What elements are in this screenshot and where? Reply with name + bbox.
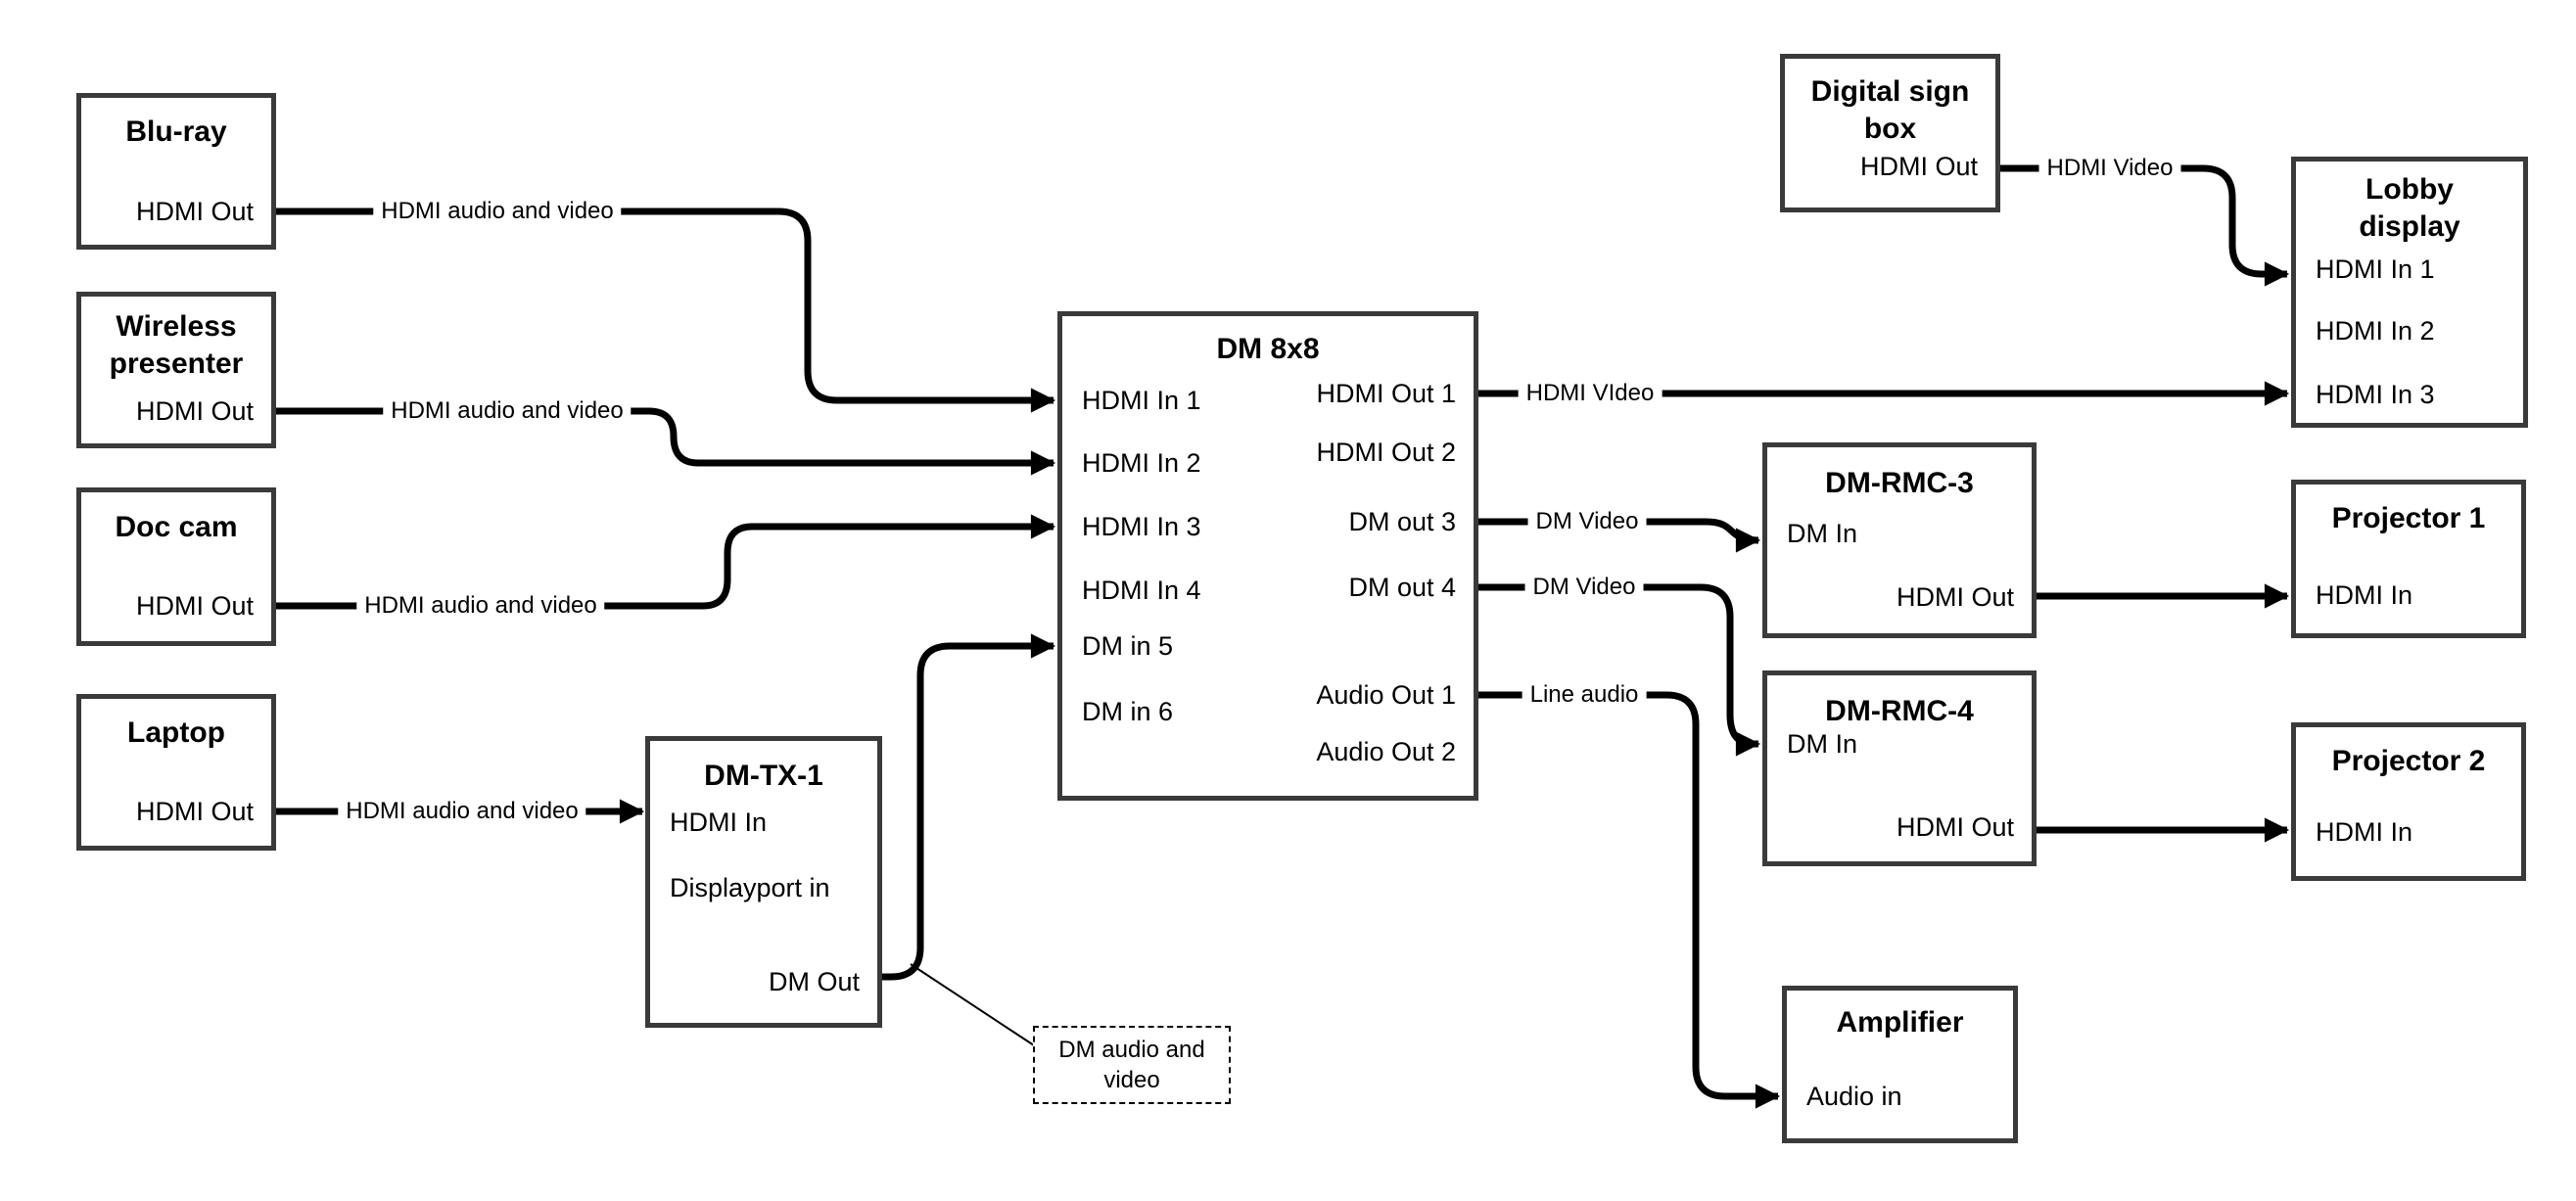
port-hdmi-out: HDMI Out [1859, 152, 1978, 181]
wire-dm8x8-audio-out-1-to-amplifier-audio-in [1478, 691, 1781, 1109]
port-hdmi-in: HDMI In [670, 808, 768, 837]
node-amplifier: Amplifier Audio in [1782, 986, 2018, 1143]
port-dm-in: DM In [1787, 729, 1858, 759]
node-title: Projector 1 [2331, 502, 2486, 534]
port-hdmi-out-2: HDMI Out 2 [1316, 438, 1456, 467]
port-hdmi-in-1: HDMI In 1 [2316, 254, 2435, 284]
edge-label-hdmi-audio-video-2: HDMI audio and video [383, 396, 632, 426]
port-hdmi-in-3: HDMI In 3 [1082, 512, 1201, 541]
node-title: Amplifier [1836, 1006, 1964, 1039]
port-hdmi-out: HDMI Out [135, 591, 254, 621]
node-bluray: Blu-ray HDMI Out [76, 93, 276, 250]
edge-label-hdmi-video-long: HDMI VIdeo [1518, 379, 1663, 408]
node-laptop: Laptop HDMI Out [76, 694, 276, 851]
wire-doccam-to-dm8x8-hdmi-in-3 [276, 514, 1056, 610]
note-dm-audio-and-video: DM audio and video [1033, 1026, 1231, 1104]
port-hdmi-out: HDMI Out [135, 396, 254, 426]
wire-digitalsign-to-lobby-hdmi-in-1 [2000, 164, 2290, 287]
port-hdmi-in-2: HDMI In 2 [2316, 316, 2435, 346]
node-wireless-presenter: Wireless presenter HDMI Out [76, 292, 276, 448]
node-digital-sign-box: Digital sign box HDMI Out [1780, 54, 2000, 212]
node-title: Wireless presenter [109, 310, 244, 380]
node-title: DM-TX-1 [704, 760, 823, 792]
node-dm-8x8: DM 8x8 HDMI In 1 HDMI In 2 HDMI In 3 HDM… [1057, 311, 1478, 801]
port-hdmi-in-3: HDMI In 3 [2316, 380, 2435, 409]
port-hdmi-in: HDMI In [2316, 580, 2413, 610]
node-title: DM-RMC-3 [1825, 467, 1974, 499]
node-title: Blu-ray [125, 115, 227, 148]
edge-label-hdmi-audio-video-3: HDMI audio and video [356, 591, 605, 621]
edge-label-hdmi-video-sign: HDMI Video [2038, 154, 2181, 183]
port-audio-out-2: Audio Out 2 [1316, 737, 1456, 766]
wire-bluray-to-dm8x8-hdmi-in-1 [276, 208, 1056, 413]
port-hdmi-out: HDMI Out [1896, 812, 2014, 842]
port-dm-out: DM Out [768, 967, 860, 996]
port-audio-in: Audio in [1806, 1082, 1902, 1111]
node-title: Laptop [127, 716, 225, 749]
port-hdmi-in: HDMI In [2316, 817, 2413, 847]
port-displayport-in: Displayport in [670, 873, 830, 902]
node-dm-tx-1: DM-TX-1 HDMI In Displayport in DM Out [645, 736, 882, 1028]
node-title: Projector 2 [2331, 745, 2486, 777]
node-projector-2: Projector 2 HDMI In [2291, 722, 2526, 881]
port-dm-out-3: DM out 3 [1348, 507, 1456, 536]
port-hdmi-out-1: HDMI Out 1 [1316, 379, 1456, 408]
port-audio-out-1: Audio Out 1 [1316, 680, 1456, 710]
wire-wireless-to-dm8x8-hdmi-in-2 [276, 407, 1056, 476]
port-dm-in-6: DM in 6 [1082, 697, 1174, 726]
port-hdmi-out: HDMI Out [1896, 582, 2014, 612]
node-lobby-display: Lobby display HDMI In 1 HDMI In 2 HDMI I… [2291, 157, 2528, 428]
port-dm-out-4: DM out 4 [1348, 573, 1456, 602]
port-hdmi-out: HDMI Out [135, 197, 254, 226]
node-title: Digital sign box [1810, 75, 1970, 145]
node-title: DM 8x8 [1216, 333, 1320, 365]
node-title: Doc cam [115, 511, 238, 543]
wire-dm8x8-dm-out-3-to-rmc3-dm-in [1478, 518, 1761, 553]
port-hdmi-in-1: HDMI In 1 [1082, 386, 1201, 415]
wire-dm8x8-dm-out-4-to-rmc4-dm-in [1478, 583, 1761, 757]
node-title: Lobby display [2359, 173, 2460, 243]
port-dm-in-5: DM in 5 [1082, 631, 1174, 661]
port-hdmi-in-4: HDMI In 4 [1082, 576, 1201, 605]
node-doc-cam: Doc cam HDMI Out [76, 487, 276, 646]
note-callout-line [910, 963, 1035, 1046]
port-hdmi-out: HDMI Out [135, 797, 254, 826]
port-dm-in: DM In [1787, 519, 1858, 548]
node-title: DM-RMC-4 [1825, 695, 1974, 727]
edge-label-line-audio: Line audio [1522, 680, 1647, 710]
edge-label-hdmi-audio-video-1: HDMI audio and video [373, 197, 622, 226]
port-hdmi-in-2: HDMI In 2 [1082, 448, 1201, 478]
node-dm-rmc-4: DM-RMC-4 DM In HDMI Out [1762, 670, 2037, 866]
wire-dmtx1-to-dm8x8-dm-in-5 [882, 633, 1056, 981]
edge-label-hdmi-audio-video-4: HDMI audio and video [338, 797, 586, 826]
edge-label-dm-video-2: DM Video [1524, 573, 1644, 602]
edge-label-dm-video-1: DM Video [1527, 507, 1647, 536]
node-dm-rmc-3: DM-RMC-3 DM In HDMI Out [1762, 442, 2037, 638]
node-projector-1: Projector 1 HDMI In [2291, 480, 2526, 638]
